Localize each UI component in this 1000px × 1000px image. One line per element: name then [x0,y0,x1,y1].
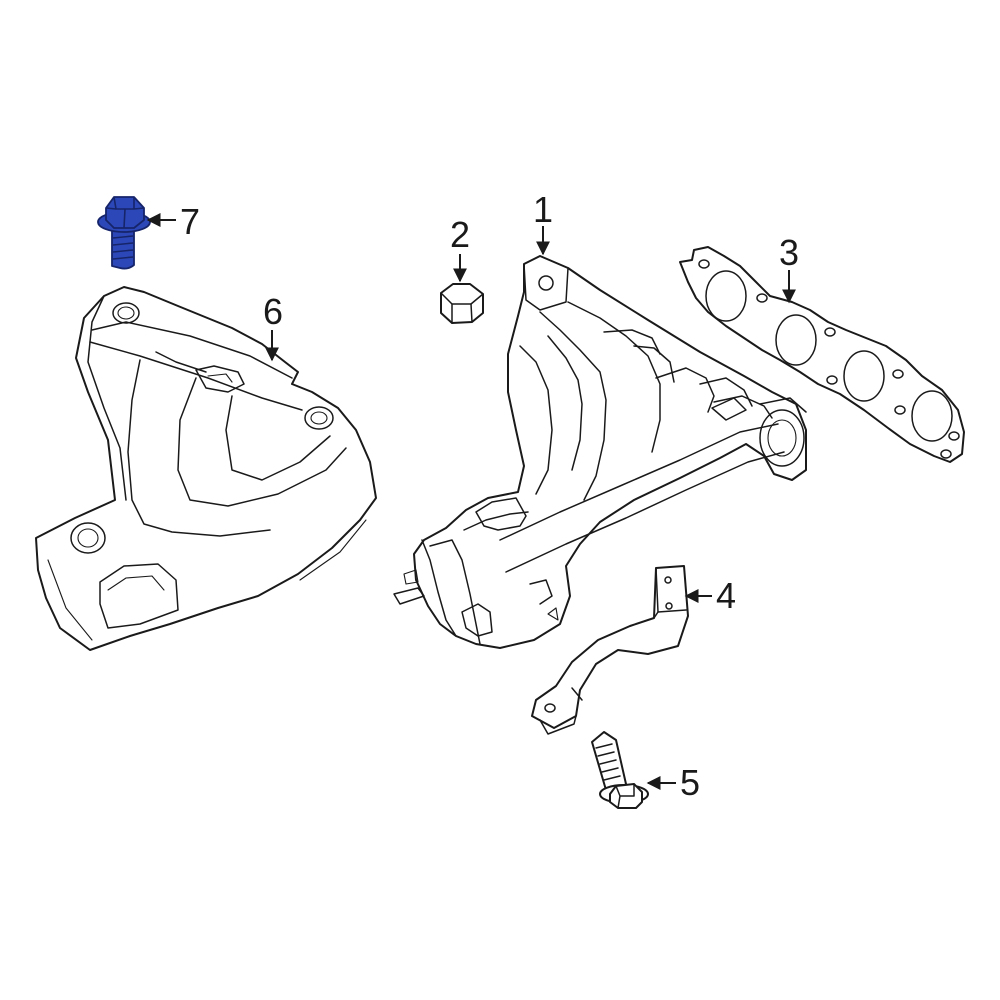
heat-shield-bolt-part-7[interactable] [97,196,151,270]
callout-2: 2 [450,214,470,283]
bracket-part-4[interactable] [531,565,689,735]
callout-label-3: 3 [779,232,799,273]
callout-label-2: 2 [450,214,470,255]
exhaust-manifold-part-1[interactable] [393,255,807,649]
manifold-gasket-part-3[interactable] [679,246,965,463]
callout-1: 1 [533,189,553,256]
heat-shield-part-6[interactable] [35,286,377,651]
callout-6: 6 [263,291,283,362]
callout-label-4: 4 [716,575,736,616]
callout-label-1: 1 [533,189,553,230]
callout-3: 3 [779,232,799,304]
callout-label-6: 6 [263,291,283,332]
callout-label-7: 7 [180,201,200,242]
callout-4: 4 [684,575,736,616]
nut-part-2[interactable] [440,283,484,324]
bracket-bolt-part-5[interactable] [591,731,649,809]
callout-7: 7 [146,201,200,242]
callout-5: 5 [646,762,700,803]
callout-label-5: 5 [680,762,700,803]
